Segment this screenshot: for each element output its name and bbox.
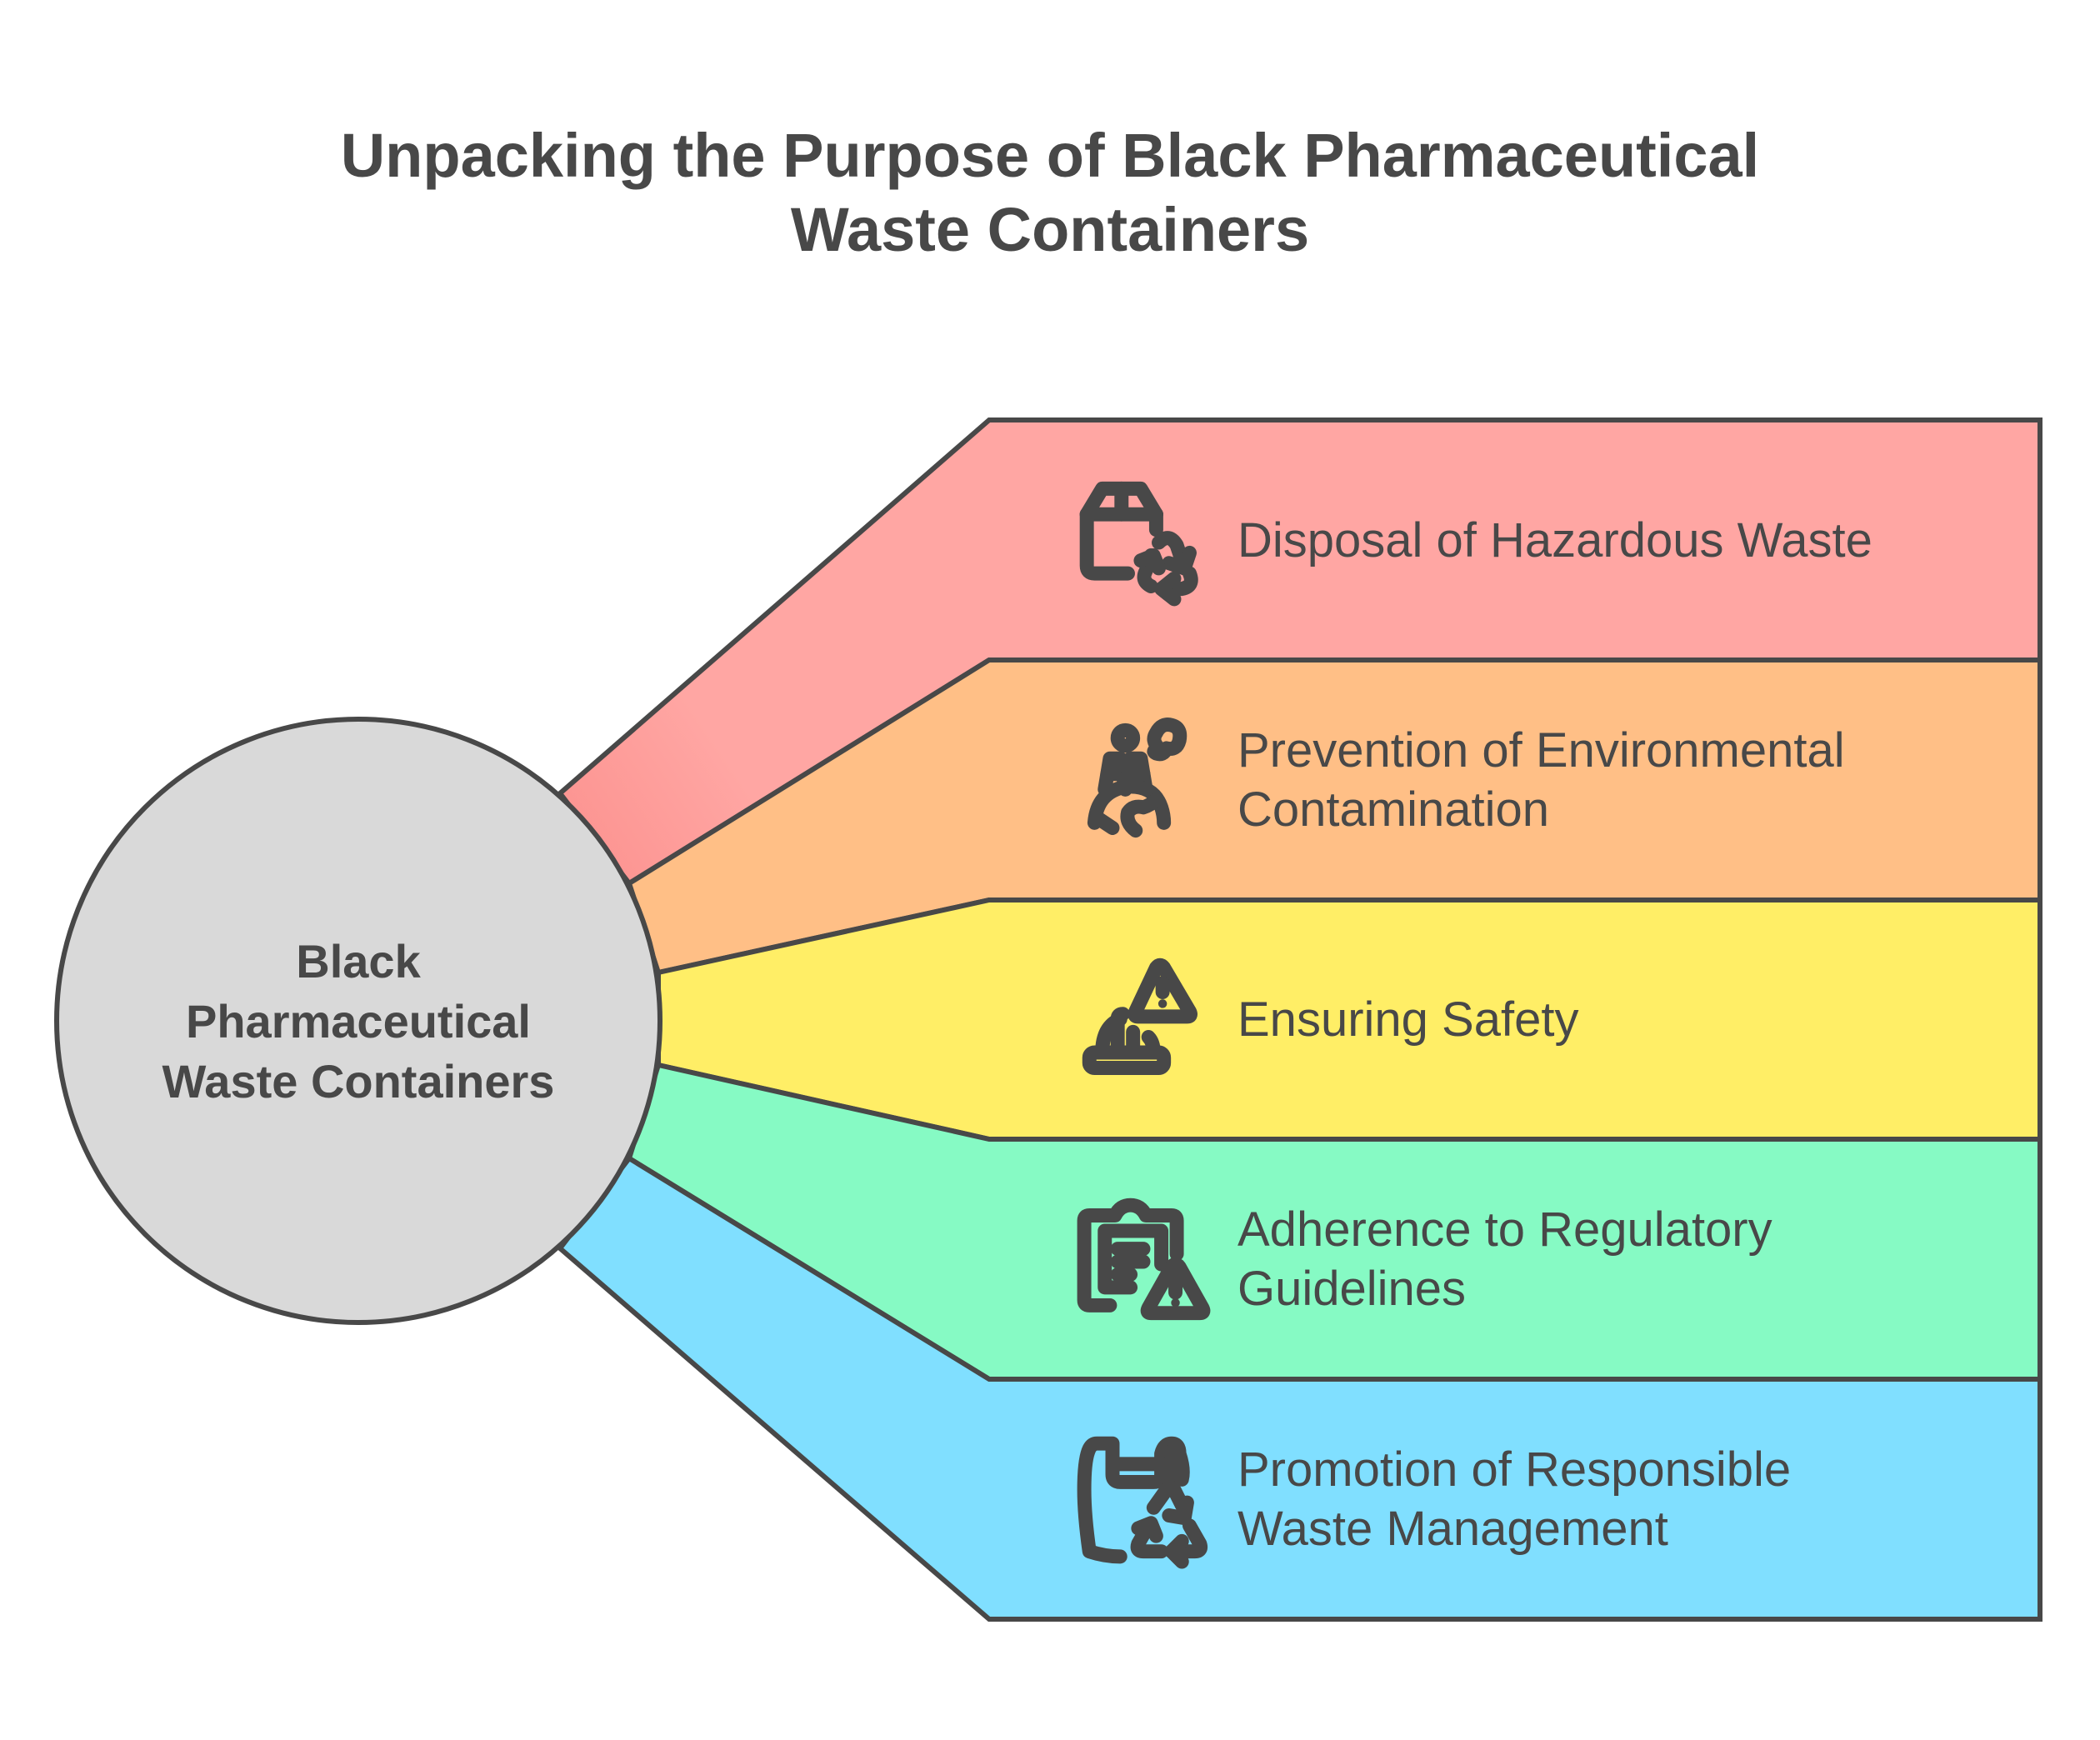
band-label-safety: Ensuring Safety: [1238, 900, 1988, 1139]
title-line-2: Waste Containers: [790, 195, 1310, 264]
factory-globe-pollution-icon: [1082, 718, 1205, 843]
center-circle: [54, 717, 662, 1325]
band-label-safety-line-1: Ensuring Safety: [1238, 992, 1579, 1047]
band-label-disposal-line-1: Disposal of Hazardous Waste: [1238, 512, 1872, 568]
hard-hat-warning-icon: [1082, 958, 1205, 1083]
band-label-prevention: Prevention of Environmental Contaminatio…: [1238, 660, 1988, 900]
band-label-promotion: Promotion of Responsible Waste Managemen…: [1238, 1379, 1988, 1619]
band-label-prevention-line-2: Contamination: [1238, 782, 1549, 837]
bag-recycle-icon: [1077, 1436, 1208, 1569]
clipboard-warning-icon: [1077, 1198, 1211, 1323]
center-label-line-3: Waste Containers: [162, 1055, 555, 1108]
bands-layer: [556, 418, 2042, 1622]
center-label-line-2: Pharmaceutical: [186, 995, 531, 1048]
band-label-adherence-line-1: Adherence to Regulatory: [1238, 1202, 1772, 1257]
band-label-disposal: Disposal of Hazardous Waste: [1238, 420, 1988, 660]
title-line-1: Unpacking the Purpose of Black Pharmaceu…: [340, 121, 1760, 190]
band-label-prevention-line-1: Prevention of Environmental: [1238, 723, 1845, 778]
band-label-promotion-line-1: Promotion of Responsible: [1238, 1442, 1792, 1497]
band-label-adherence-line-2: Guidelines: [1238, 1262, 1467, 1316]
box-recycle-icon: [1079, 478, 1205, 607]
center-label-line-1: Black: [296, 935, 421, 988]
center-label: Black Pharmaceutical Waste Containers: [108, 932, 608, 1112]
diagram-title: Unpacking the Purpose of Black Pharmaceu…: [0, 118, 2100, 267]
band-label-promotion-line-2: Waste Management: [1238, 1502, 1668, 1556]
band-label-adherence: Adherence to Regulatory Guidelines: [1238, 1139, 1988, 1379]
